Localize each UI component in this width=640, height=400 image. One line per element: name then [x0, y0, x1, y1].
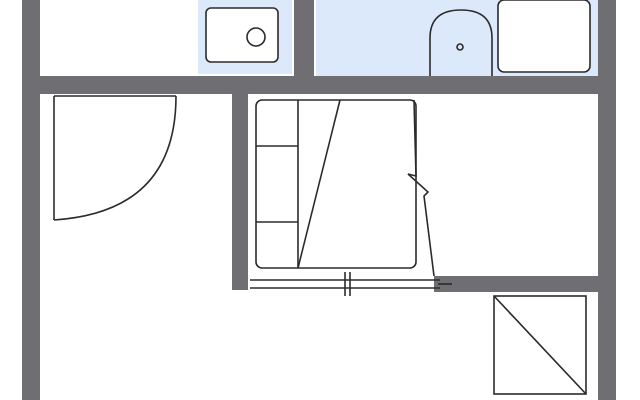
appliance-diagonal [493, 295, 587, 395]
closet-outline [255, 99, 417, 269]
walls [22, 0, 616, 400]
entrance-door [53, 95, 177, 221]
sink-basin [205, 7, 279, 63]
wall-kitchen-bath-partition [294, 0, 314, 94]
toilet-bowl-dot [456, 43, 464, 51]
closet [255, 99, 435, 277]
kitchen-sink [205, 7, 279, 63]
closet-wall-break [407, 99, 435, 277]
bathroom-fixtures [429, 0, 591, 76]
closet-sliding-door [250, 272, 452, 296]
bathtub [497, 0, 591, 73]
door-swing-arc [53, 95, 177, 221]
appliance-box [493, 295, 587, 395]
wall-right-outer [598, 0, 616, 400]
toilet-icon [429, 9, 493, 76]
wall-top-row-divider-left [40, 76, 296, 94]
wall-closet-left [232, 94, 248, 290]
wall-left-outer [22, 0, 40, 400]
wall-closet-bottom-right [434, 276, 598, 292]
wall-top-row-divider-right [296, 76, 598, 94]
sink-drain [246, 27, 266, 47]
closet-diagonal [297, 99, 341, 269]
